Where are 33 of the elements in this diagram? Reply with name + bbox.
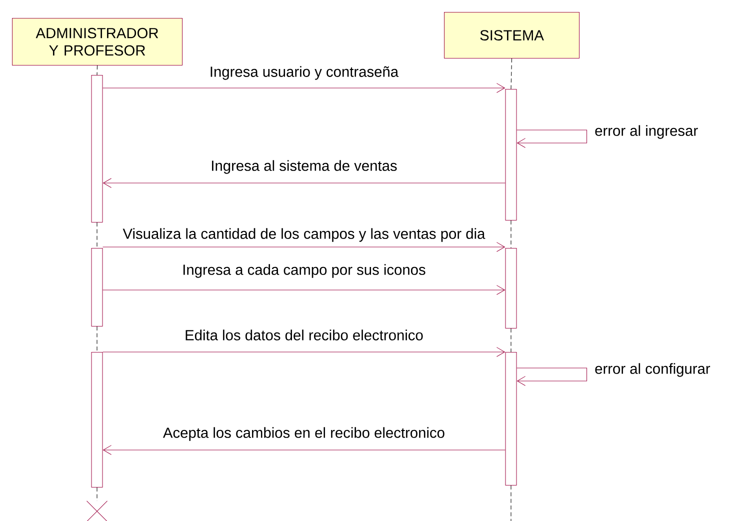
edge-label: Ingresa usuario y contraseña xyxy=(208,64,400,82)
message-arrow xyxy=(102,445,506,455)
edge-label: error al configurar xyxy=(593,362,712,378)
lifeline-box: ADMINISTRADOR Y PROFESOR xyxy=(12,18,183,66)
lifeline xyxy=(510,328,512,352)
edge-label: Acepta los cambios en el recibo electronico xyxy=(162,426,446,442)
activation-bar xyxy=(91,352,103,488)
edge-label: Ingresa a cada campo por sus iconos xyxy=(180,262,428,280)
message-arrow xyxy=(516,130,588,148)
activation-bar xyxy=(91,248,103,327)
message-arrow xyxy=(102,178,506,188)
activation-bar xyxy=(505,248,517,329)
activation-bar xyxy=(505,89,517,221)
lifeline xyxy=(96,487,98,502)
edge-label: Visualiza la cantidad de los campos y las ventas por dia xyxy=(121,226,487,244)
edge-label: error al ingresar xyxy=(593,124,700,140)
message-arrow xyxy=(102,242,506,252)
message-arrow xyxy=(102,347,506,357)
lifeline xyxy=(510,485,512,521)
lifeline-box: SISTEMA xyxy=(444,12,580,59)
edge-label: Edita los datos del recibo electronico xyxy=(183,328,425,342)
edge-label: Ingresa al sistema de ventas xyxy=(209,158,399,176)
destroy-mark xyxy=(86,500,108,521)
message-arrow xyxy=(102,83,506,93)
activation-bar xyxy=(505,352,517,486)
lifeline xyxy=(96,222,98,248)
message-arrow xyxy=(516,368,588,386)
activation-bar xyxy=(91,75,103,223)
message-arrow xyxy=(102,285,506,295)
lifeline xyxy=(510,220,512,248)
lifeline xyxy=(96,326,98,352)
lifeline xyxy=(510,58,512,90)
lifeline xyxy=(96,65,98,76)
